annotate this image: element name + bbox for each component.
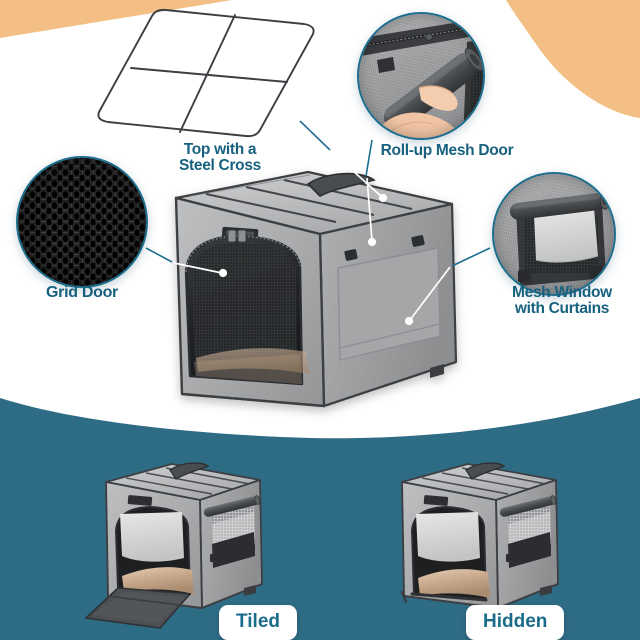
pointer-steel-cross <box>331 151 383 198</box>
mesh-window-inset-photo <box>492 172 616 296</box>
callout-label-steel-cross: Top with a Steel Cross <box>179 141 261 174</box>
variant-crate-tiled <box>64 452 280 634</box>
orange-corner-top-left <box>0 0 232 38</box>
callout-label-mesh-window: Mesh Window with Curtains <box>512 284 612 318</box>
hotspot-steel-cross <box>378 193 388 203</box>
pointer-rollup <box>366 177 373 242</box>
hotspot-rollup <box>367 237 377 247</box>
pointer-mesh-window <box>409 266 451 321</box>
callout-label-rollup-mesh-door: Roll-up Mesh Door <box>380 142 514 159</box>
hotspot-mesh-window <box>404 316 414 326</box>
leader-mesh-window <box>451 247 491 267</box>
main-crate-illustration <box>160 162 460 430</box>
variant-badge-tiled: Tiled <box>219 605 297 640</box>
leader-steel-cross <box>299 120 331 151</box>
leader-rollup <box>365 139 373 177</box>
leader-grid-door <box>145 247 173 263</box>
rollup-mesh-door-inset-photo <box>357 12 485 140</box>
callout-label-grid-door: Grid Door <box>46 284 118 301</box>
variant-crate-hidden <box>360 452 576 634</box>
orange-corner-top-right <box>506 0 640 118</box>
grid-door-inset-photo <box>16 156 148 288</box>
pointer-grid-door <box>173 262 223 274</box>
variant-badge-hidden: Hidden <box>466 605 565 640</box>
steel-cross-frame-illustration <box>82 6 322 152</box>
hotspot-grid-door <box>218 268 228 278</box>
